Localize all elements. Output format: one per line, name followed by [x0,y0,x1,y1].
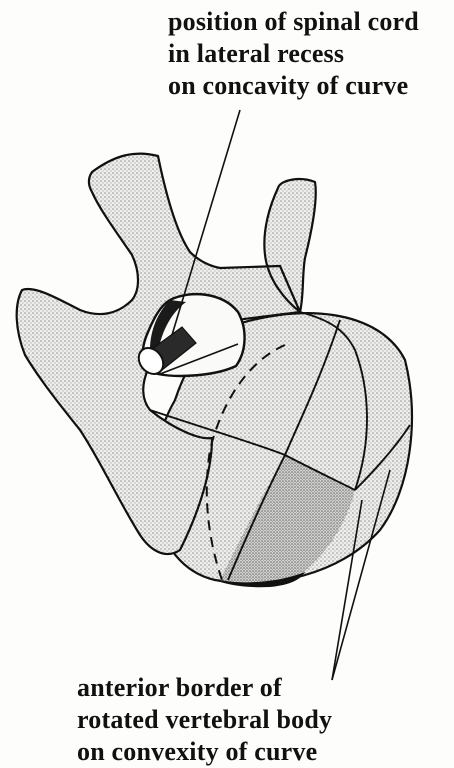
anterior-border-label: anterior border of rotated vertebral bod… [77,672,332,768]
anterior-border-label-line-3: on convexity of curve [77,736,332,768]
spinal-cord-label: position of spinal cord in lateral reces… [168,6,419,102]
spinal-cord-label-line-3: on concavity of curve [168,70,419,102]
anterior-border-label-line-2: rotated vertebral body [77,704,332,736]
spinal-cord-label-line-2: in lateral recess [168,38,419,70]
spinal-cord-label-line-1: position of spinal cord [168,6,419,38]
anterior-border-label-line-1: anterior border of [77,672,332,704]
